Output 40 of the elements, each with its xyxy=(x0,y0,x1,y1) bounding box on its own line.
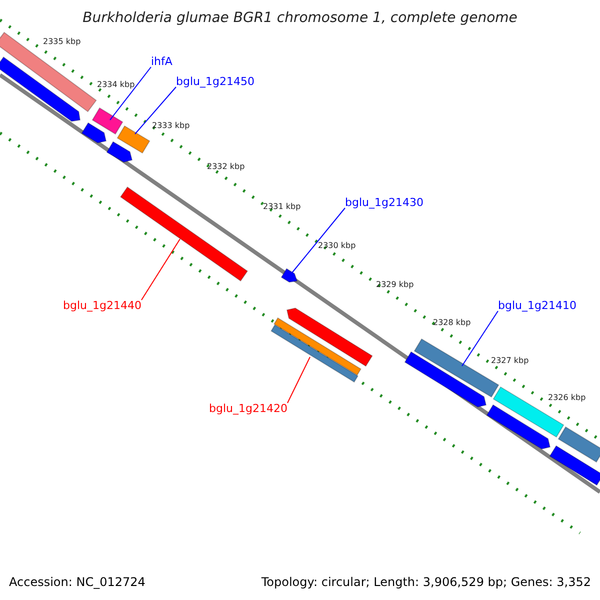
scale-label: 2335 kbp xyxy=(43,38,81,46)
accession-text: Accession: NC_012724 xyxy=(9,576,146,588)
leader-line xyxy=(134,86,176,134)
gene-bar xyxy=(106,141,133,163)
scale-label: 2331 kbp xyxy=(263,203,301,211)
leader-line xyxy=(286,356,310,404)
leader-line xyxy=(140,238,180,300)
gene-bar xyxy=(92,107,124,135)
gene-bar xyxy=(270,324,358,383)
scale-label: 2334 kbp xyxy=(97,81,135,89)
map-title: Burkholderia glumae BGR1 chromosome 1, complete genome xyxy=(82,11,518,25)
gene-label: ihfA xyxy=(151,56,172,67)
gene-bar xyxy=(280,268,298,283)
gene-bar xyxy=(286,308,373,367)
gene-bar xyxy=(558,426,600,463)
gene-label: bglu_1g21410 xyxy=(498,300,576,311)
gene-bar xyxy=(486,404,551,450)
gene-bar xyxy=(549,445,600,486)
gene-bar xyxy=(404,351,487,408)
gene-label: bglu_1g21420 xyxy=(209,403,288,414)
gene-bar xyxy=(116,125,150,154)
scale-label: 2333 kbp xyxy=(152,122,190,130)
gene-label: bglu_1g21430 xyxy=(345,197,424,208)
gene-label: bglu_1g21450 xyxy=(176,76,254,87)
leader-line xyxy=(462,310,498,366)
gene-bar xyxy=(81,122,107,144)
scale-label: 2330 kbp xyxy=(318,242,356,250)
gene-bar xyxy=(0,56,81,122)
leader-line xyxy=(290,208,346,274)
scale-label: 2328 kbp xyxy=(433,319,471,327)
gene-label: bglu_1g21440 xyxy=(63,300,142,311)
scale-label: 2329 kbp xyxy=(376,281,414,289)
gene-bar xyxy=(120,186,248,282)
leader-line xyxy=(110,66,152,120)
gene-bar xyxy=(274,317,362,376)
gene-bar xyxy=(0,32,97,112)
scale-label: 2326 kbp xyxy=(548,394,586,402)
scale-label: 2327 kbp xyxy=(491,357,529,365)
scale-label: 2332 kbp xyxy=(207,163,245,171)
genome-info-text: Topology: circular; Length: 3,906,529 bp; Genes: 3,352 xyxy=(261,576,591,588)
